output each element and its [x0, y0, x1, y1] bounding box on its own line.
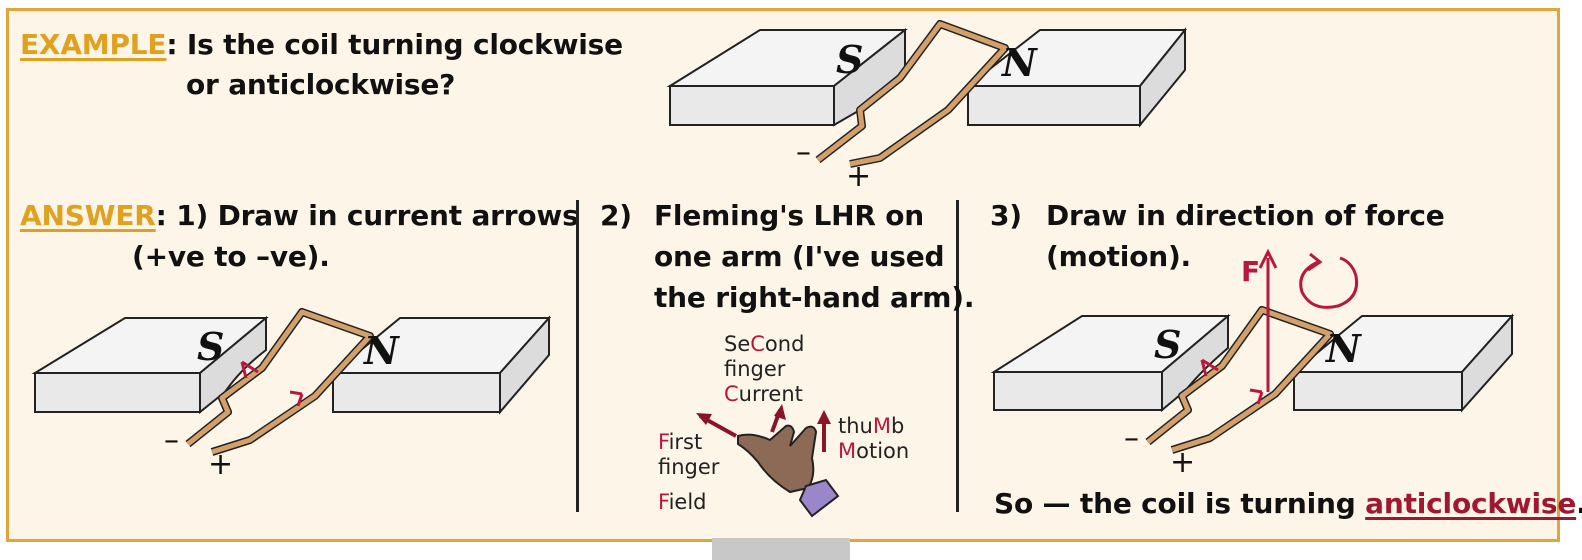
divider-1 — [576, 200, 579, 512]
question-text-1: : Is the coil turning clockwise — [166, 28, 623, 61]
step3-south-label: S — [1154, 322, 1181, 367]
top-south-label: S — [836, 37, 863, 82]
rotation-arrow — [1299, 256, 1359, 309]
step3-plus-terminal: + — [1170, 445, 1195, 480]
example-question-line2: or anticlockwise? — [186, 68, 456, 101]
answer-label: ANSWER — [20, 199, 156, 232]
step3-north-label: N — [1325, 326, 1362, 371]
step3-line1: Draw in direction of force — [1046, 199, 1445, 232]
conclusion-line: So — the coil is turning anticlockwise. — [994, 487, 1582, 520]
step1-text-1: : 1) Draw in current arrows — [155, 199, 579, 232]
step1-plus-terminal: + — [208, 447, 233, 482]
top-north-label: N — [1001, 40, 1038, 85]
top-minus-terminal: – — [796, 135, 811, 170]
first-finger-label: First finger — [658, 430, 720, 479]
conclusion-answer: anticlockwise — [1365, 487, 1577, 520]
step1-minus-terminal: – — [164, 423, 179, 458]
second-finger-label: SeCond finger Current — [724, 332, 805, 406]
example-question-line1: EXAMPLE: Is the coil turning clockwise — [20, 28, 623, 61]
step1-south-label: S — [197, 324, 224, 369]
step3-minus-terminal: – — [1124, 421, 1139, 456]
step2-number: 2) — [600, 199, 632, 232]
field-label: Field — [658, 490, 707, 514]
step3-number: 3) — [990, 199, 1022, 232]
step2-line2: one arm (I've used — [654, 240, 945, 273]
top-plus-terminal: + — [846, 159, 871, 194]
step2-line3: the right-hand arm). — [654, 281, 975, 314]
step2-line1: Fleming's LHR on — [654, 199, 925, 232]
scroll-thumb-remnant — [712, 538, 850, 560]
force-label: F — [1241, 255, 1260, 288]
example-label: EXAMPLE — [20, 28, 167, 61]
step1-north-label: N — [363, 328, 400, 373]
divider-2 — [956, 200, 959, 512]
conclusion-suffix: . — [1576, 487, 1582, 520]
thumb-label: thuMb Motion — [838, 414, 910, 463]
answer-step1-line1: ANSWER: 1) Draw in current arrows — [20, 199, 579, 232]
answer-step1-line2: (+ve to –ve). — [132, 240, 330, 273]
step3-line2: (motion). — [1046, 240, 1191, 273]
conclusion-prefix: So — the coil is turning — [994, 487, 1366, 520]
